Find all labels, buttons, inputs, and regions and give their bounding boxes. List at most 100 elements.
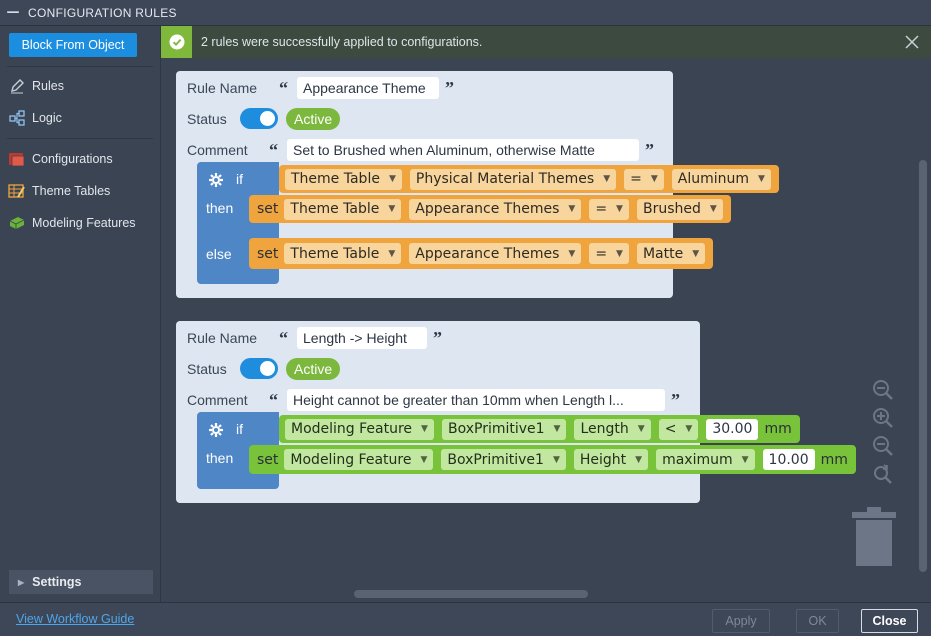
sidebar-item-theme-tables[interactable]: Theme Tables bbox=[8, 181, 110, 201]
then-source-dropdown[interactable]: Theme Table▼ bbox=[284, 198, 402, 220]
caret-down-icon: ▼ bbox=[388, 174, 396, 184]
rule-card: Rule Name “ Length -> Height ” Status Ac… bbox=[176, 321, 856, 503]
caret-down-icon: ▼ bbox=[421, 424, 428, 434]
close-button[interactable]: Close bbox=[861, 609, 918, 633]
then-table-dropdown[interactable]: Appearance Themes▼ bbox=[409, 198, 582, 220]
else-action-row[interactable]: set Theme Table▼ Appearance Themes▼ =▼ M… bbox=[249, 238, 714, 269]
if-operator-dropdown[interactable]: =▼ bbox=[624, 168, 664, 190]
zoom-in-icon[interactable] bbox=[871, 406, 895, 430]
window-title: CONFIGURATION RULES bbox=[28, 5, 177, 20]
caret-down-icon: ▼ bbox=[420, 454, 428, 465]
zoom-fit-icon[interactable] bbox=[871, 378, 895, 402]
success-check-icon bbox=[161, 26, 192, 58]
open-quote: “ bbox=[279, 328, 288, 348]
close-banner-icon[interactable] bbox=[903, 33, 921, 51]
rule-name-label: Rule Name bbox=[187, 330, 258, 346]
then-operator-dropdown[interactable]: maximum▼ bbox=[656, 449, 755, 470]
status-label: Status bbox=[187, 111, 227, 127]
status-toggle[interactable] bbox=[240, 108, 278, 129]
trash-icon[interactable] bbox=[850, 506, 898, 568]
then-action-row[interactable]: set Modeling Feature▼ BoxPrimitive1▼ Hei… bbox=[249, 445, 856, 474]
open-quote: “ bbox=[269, 390, 278, 410]
rule-name-input[interactable]: Length -> Height bbox=[297, 327, 427, 349]
caret-down-icon: ▼ bbox=[758, 174, 765, 184]
apply-button[interactable]: Apply bbox=[712, 609, 770, 633]
vertical-scrollbar[interactable] bbox=[919, 160, 927, 572]
else-value-dropdown[interactable]: Matte▼ bbox=[636, 243, 706, 264]
sidebar-item-configurations[interactable]: Configurations bbox=[8, 149, 113, 169]
zoom-reset-icon[interactable] bbox=[871, 462, 895, 486]
view-workflow-guide-link[interactable]: View Workflow Guide bbox=[16, 612, 135, 626]
comment-input[interactable]: Set to Brushed when Aluminum, otherwise … bbox=[287, 139, 639, 161]
sidebar-item-label: Theme Tables bbox=[32, 184, 111, 198]
pencil-icon bbox=[8, 78, 26, 94]
then-object-dropdown[interactable]: BoxPrimitive1▼ bbox=[441, 449, 566, 470]
if-operator-dropdown[interactable]: <▼ bbox=[658, 418, 699, 440]
sidebar: Block From Object Rules Logic Configurat… bbox=[0, 26, 161, 602]
modeling-features-icon bbox=[8, 215, 26, 231]
if-parameter-dropdown[interactable]: Length▼ bbox=[574, 418, 651, 440]
gear-icon[interactable] bbox=[208, 422, 224, 438]
caret-down-icon: ▼ bbox=[616, 204, 623, 214]
sidebar-item-rules[interactable]: Rules bbox=[8, 76, 64, 96]
if-table-dropdown[interactable]: Physical Material Themes▼ bbox=[409, 168, 617, 190]
caret-down-icon: ▼ bbox=[388, 204, 396, 214]
else-source-dropdown[interactable]: Theme Table▼ bbox=[284, 243, 402, 264]
settings-section-toggle[interactable]: ▶ Settings bbox=[9, 570, 153, 594]
rules-canvas: 2 rules were successfully applied to con… bbox=[161, 26, 931, 602]
sidebar-item-logic[interactable]: Logic bbox=[8, 108, 62, 128]
horizontal-scrollbar[interactable] bbox=[354, 590, 588, 598]
status-label: Status bbox=[187, 361, 227, 377]
settings-label: Settings bbox=[32, 575, 82, 589]
if-source-dropdown[interactable]: Modeling Feature▼ bbox=[285, 418, 434, 440]
then-value-input[interactable]: 10.00 bbox=[762, 449, 815, 470]
else-table-dropdown[interactable]: Appearance Themes▼ bbox=[409, 243, 582, 264]
then-parameter-dropdown[interactable]: Height▼ bbox=[573, 449, 649, 470]
then-action-row[interactable]: set Theme Table▼ Appearance Themes▼ =▼ B… bbox=[249, 195, 731, 223]
set-keyword: set bbox=[257, 201, 279, 217]
if-object-dropdown[interactable]: BoxPrimitive1▼ bbox=[441, 418, 567, 440]
if-source-dropdown[interactable]: Theme Table▼ bbox=[285, 168, 402, 190]
rule-name-label: Rule Name bbox=[187, 80, 258, 96]
if-value-input[interactable]: 30.00 bbox=[706, 418, 759, 440]
caret-down-icon: ▼ bbox=[568, 204, 576, 214]
rule-name-input[interactable]: Appearance Theme bbox=[297, 77, 439, 99]
close-quote: ” bbox=[671, 390, 680, 410]
caret-down-icon: ▼ bbox=[603, 174, 611, 184]
caret-down-icon: ▼ bbox=[709, 204, 717, 214]
collapse-icon[interactable]: — bbox=[6, 5, 20, 20]
caret-down-icon: ▼ bbox=[568, 248, 576, 259]
caret-down-icon: ▼ bbox=[741, 454, 749, 465]
close-quote: ” bbox=[445, 78, 454, 98]
if-keyword: if bbox=[236, 171, 243, 187]
sidebar-item-modeling-features[interactable]: Modeling Features bbox=[8, 213, 136, 233]
if-then-else-block[interactable]: if then else bbox=[197, 162, 279, 284]
else-operator-dropdown[interactable]: =▼ bbox=[589, 243, 629, 264]
if-condition-row[interactable]: Modeling Feature▼ BoxPrimitive1▼ Length▼… bbox=[279, 415, 800, 443]
set-keyword: set bbox=[257, 451, 279, 468]
close-quote: ” bbox=[433, 328, 442, 348]
comment-input[interactable]: Height cannot be greater than 10mm when … bbox=[287, 389, 665, 411]
then-value-dropdown[interactable]: Brushed▼ bbox=[636, 198, 723, 220]
theme-tables-icon bbox=[8, 183, 26, 199]
caret-down-icon: ▼ bbox=[553, 424, 561, 434]
if-condition-row[interactable]: Theme Table▼ Physical Material Themes▼ =… bbox=[279, 165, 779, 193]
triangle-right-icon: ▶ bbox=[18, 577, 25, 587]
close-quote: ” bbox=[645, 140, 654, 160]
comment-label: Comment bbox=[187, 392, 248, 408]
if-value-dropdown[interactable]: Aluminum▼ bbox=[671, 168, 771, 190]
sidebar-item-label: Logic bbox=[32, 111, 62, 125]
then-operator-dropdown[interactable]: =▼ bbox=[589, 198, 629, 220]
block-from-object-button[interactable]: Block From Object bbox=[9, 33, 137, 57]
then-unit-label: mm bbox=[820, 451, 848, 468]
title-bar: — CONFIGURATION RULES bbox=[0, 0, 931, 26]
sidebar-item-label: Configurations bbox=[32, 152, 113, 166]
ok-button[interactable]: OK bbox=[796, 609, 839, 633]
if-unit-label: mm bbox=[764, 421, 792, 437]
comment-label: Comment bbox=[187, 142, 248, 158]
zoom-out-icon[interactable] bbox=[871, 434, 895, 458]
status-toggle[interactable] bbox=[240, 358, 278, 379]
gear-icon[interactable] bbox=[208, 172, 224, 188]
success-banner: 2 rules were successfully applied to con… bbox=[161, 26, 931, 58]
then-source-dropdown[interactable]: Modeling Feature▼ bbox=[284, 449, 434, 470]
